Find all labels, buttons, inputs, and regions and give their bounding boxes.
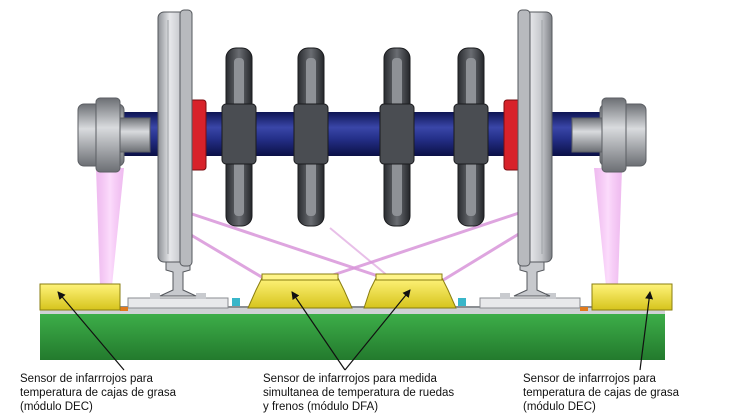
axle-box-right [571,97,647,173]
rail-left [159,261,197,297]
sensor-dfa-left [247,273,353,309]
caption-left-line1: Sensor de infarrrojos para [20,373,153,385]
arrow-dfa-right [344,289,411,371]
brake-disc-2 [293,47,329,227]
sensor-dec-left [39,283,121,311]
arrow-dfa-left [291,291,346,371]
caption-middle-dfa: Sensor de infarrrojos para medida simult… [263,372,454,414]
sensor-dfa-right [363,273,457,309]
caption-left-dec: Sensor de infarrrojos para temperatura d… [20,372,176,414]
sensor-dec-right [591,283,673,311]
caption-middle-line2: simultanea de temperatura de ruedas [263,387,455,399]
wheel-right [517,9,553,267]
caption-right-line3: (módulo DEC) [523,401,596,413]
brake-disc-1 [221,47,257,227]
wheel-left [157,9,193,267]
brake-disc-3 [379,47,415,227]
caption-left-line2: temperatura de cajas de grasa [20,387,176,399]
arrow-left-dec [57,291,125,371]
rail-fasteners [120,293,588,311]
caption-right-line2: temperatura de cajas de grasa [523,387,679,399]
caption-middle-line1: Sensor de infarrrojos para medida [263,373,437,385]
axle-box-left [77,97,151,173]
callout-arrows [57,289,654,371]
rail-right [513,261,551,297]
brake-discs [221,47,489,227]
arrow-right-dec [639,291,654,371]
track-base [40,306,665,360]
caption-left-line3: (módulo DEC) [20,401,93,413]
caption-right-line1: Sensor de infarrrojos para [523,373,656,385]
caption-right-dec: Sensor de infarrrojos para temperatura d… [523,372,679,414]
caption-middle-line3: y frenos (módulo DFA) [263,401,379,413]
brake-disc-4 [453,47,489,227]
